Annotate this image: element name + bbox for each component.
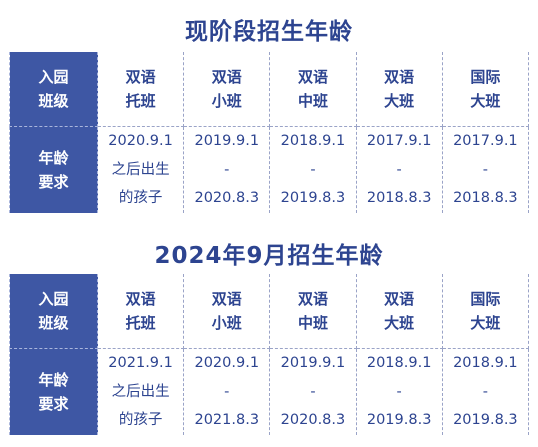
class-name-cell: 双语小班 xyxy=(183,274,271,349)
class-name-cell: 双语托班 xyxy=(96,52,185,127)
class-name-cell: 双语小班 xyxy=(183,52,271,127)
birth-range-cell: 2020.9.1-2021.8.3 xyxy=(183,348,271,435)
class-header-cell: 入园 班级 xyxy=(9,274,98,349)
birth-range-cell: 2019.9.1-2020.8.3 xyxy=(183,126,271,213)
class-name-cell: 国际大班 xyxy=(441,52,530,127)
class-name-cell: 双语中班 xyxy=(269,274,357,349)
birth-range-cell: 2018.9.1-2019.8.3 xyxy=(355,348,443,435)
class-name-cell: 双语大班 xyxy=(355,274,443,349)
class-name-cell: 双语中班 xyxy=(269,52,357,127)
age-table-current: 入园 班级 双语托班 双语小班 双语中班 双语大班 国际大班 年龄 要求 202… xyxy=(9,52,530,213)
class-name-cell: 双语托班 xyxy=(96,274,185,349)
section-title-2024: 2024年9月招生年龄 xyxy=(154,243,384,269)
class-row: 入园 班级 双语托班 双语小班 双语中班 双语大班 国际大班 xyxy=(9,274,530,349)
age-table-2024: 入园 班级 双语托班 双语小班 双语中班 双语大班 国际大班 年龄 要求 202… xyxy=(9,274,530,435)
age-header-cell: 年龄 要求 xyxy=(9,126,98,213)
birth-range-cell: 2018.9.1-2019.8.3 xyxy=(269,126,357,213)
class-name-cell: 国际大班 xyxy=(441,274,530,349)
class-row: 入园 班级 双语托班 双语小班 双语中班 双语大班 国际大班 xyxy=(9,52,530,127)
class-header-cell: 入园 班级 xyxy=(9,52,98,127)
section-title-current: 现阶段招生年龄 xyxy=(185,19,353,45)
age-header-cell: 年龄 要求 xyxy=(9,348,98,435)
class-name-cell: 双语大班 xyxy=(355,52,443,127)
birth-range-cell: 2017.9.1-2018.8.3 xyxy=(355,126,443,213)
birth-range-cell: 2019.9.1-2020.8.3 xyxy=(269,348,357,435)
birth-range-cell: 2017.9.1-2018.8.3 xyxy=(441,126,530,213)
birth-range-cell: 2018.9.1-2019.8.3 xyxy=(441,348,530,435)
